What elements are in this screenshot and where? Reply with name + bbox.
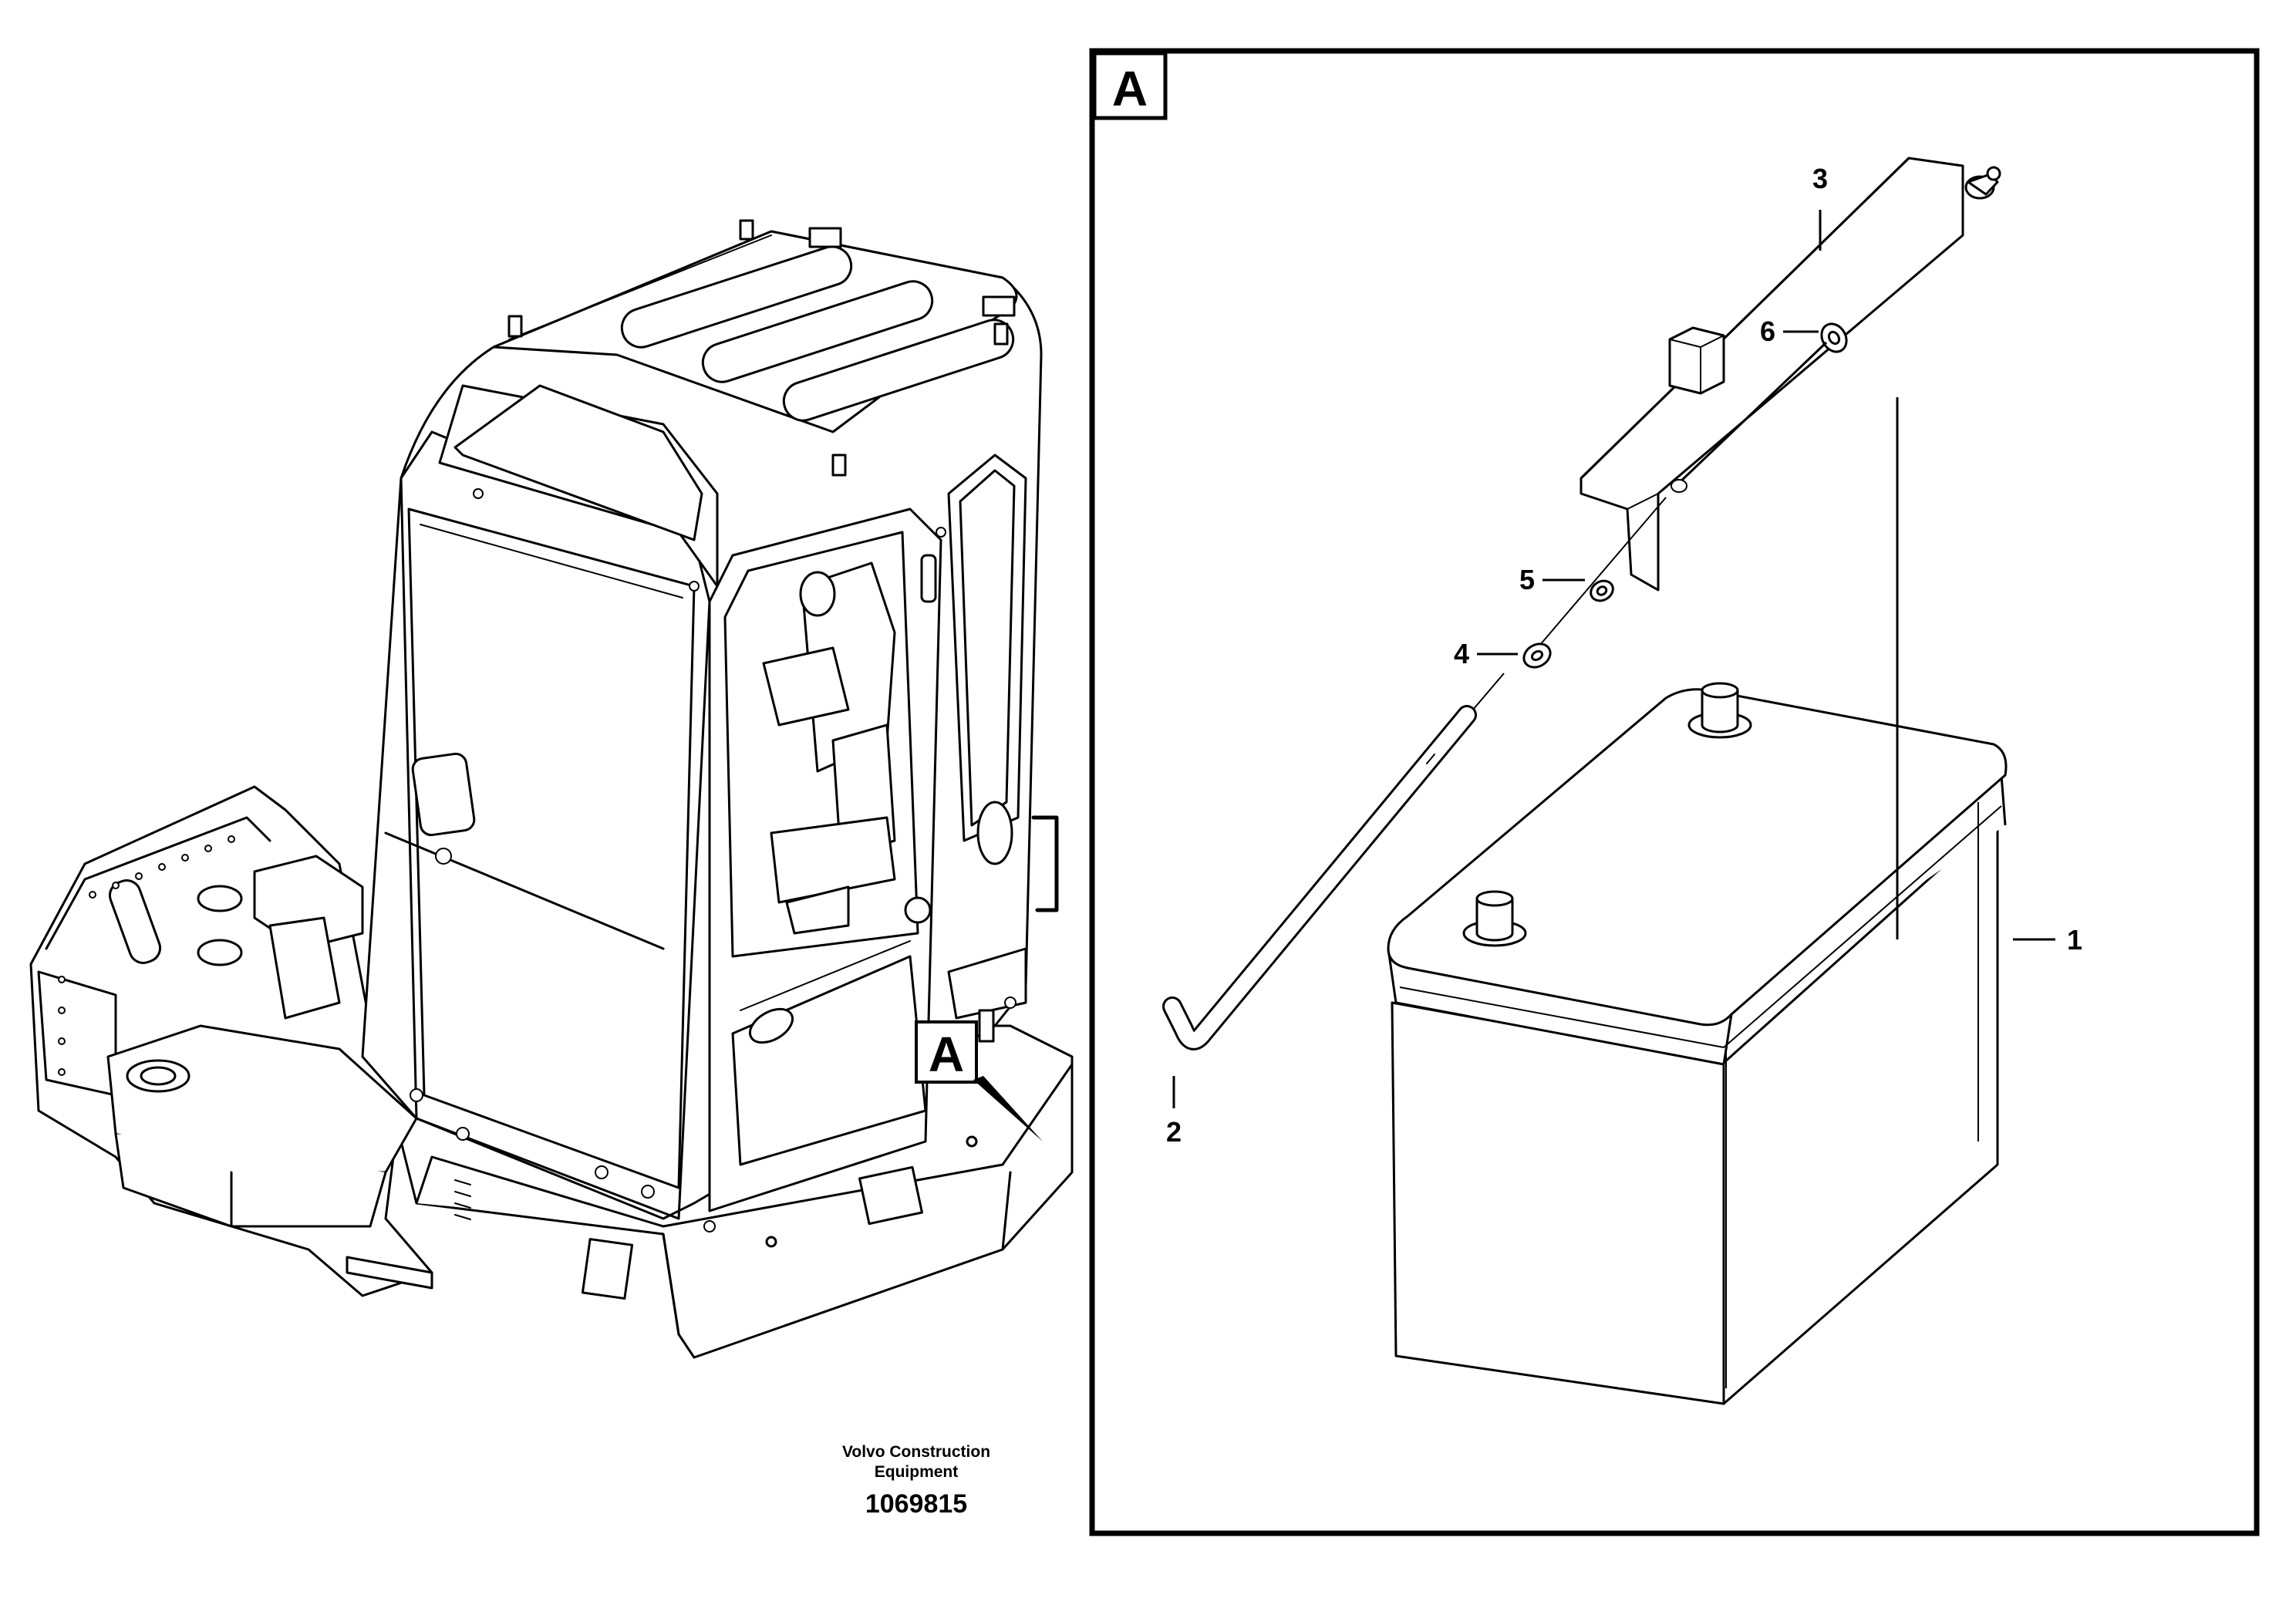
callout-6: 6 bbox=[1760, 315, 1775, 347]
washer-part-4 bbox=[1522, 642, 1552, 669]
detail-view-label: A bbox=[1112, 61, 1148, 116]
view-a-marker-label: A bbox=[929, 1027, 964, 1082]
excavator-cab-illustration bbox=[29, 219, 1074, 1359]
company-name-line1: Volvo Construction bbox=[842, 1443, 990, 1461]
view-arrow-icon bbox=[973, 1076, 1043, 1141]
bracket-part bbox=[1580, 157, 2001, 592]
detail-view-frame bbox=[1089, 48, 2260, 1536]
drawing-caption: Volvo Construction Equipment 1069815 bbox=[842, 1443, 990, 1519]
drawing-number: 1069815 bbox=[865, 1489, 967, 1519]
washer-part-5 bbox=[1590, 579, 1614, 602]
battery-part bbox=[1387, 682, 2008, 1405]
vent-hose-part bbox=[1162, 705, 1477, 1050]
callout-leaders bbox=[1172, 210, 2055, 1108]
callout-2: 2 bbox=[1166, 1116, 1182, 1148]
view-a-marker: A bbox=[915, 1020, 1043, 1141]
detail-view-label-box: A bbox=[1092, 51, 1168, 120]
company-name-line2: Equipment bbox=[875, 1463, 959, 1481]
callout-3: 3 bbox=[1812, 163, 1828, 194]
callout-4: 4 bbox=[1454, 638, 1469, 669]
callout-1: 1 bbox=[2067, 924, 2082, 956]
callout-5: 5 bbox=[1519, 564, 1535, 595]
tie-rod bbox=[1676, 341, 1828, 486]
